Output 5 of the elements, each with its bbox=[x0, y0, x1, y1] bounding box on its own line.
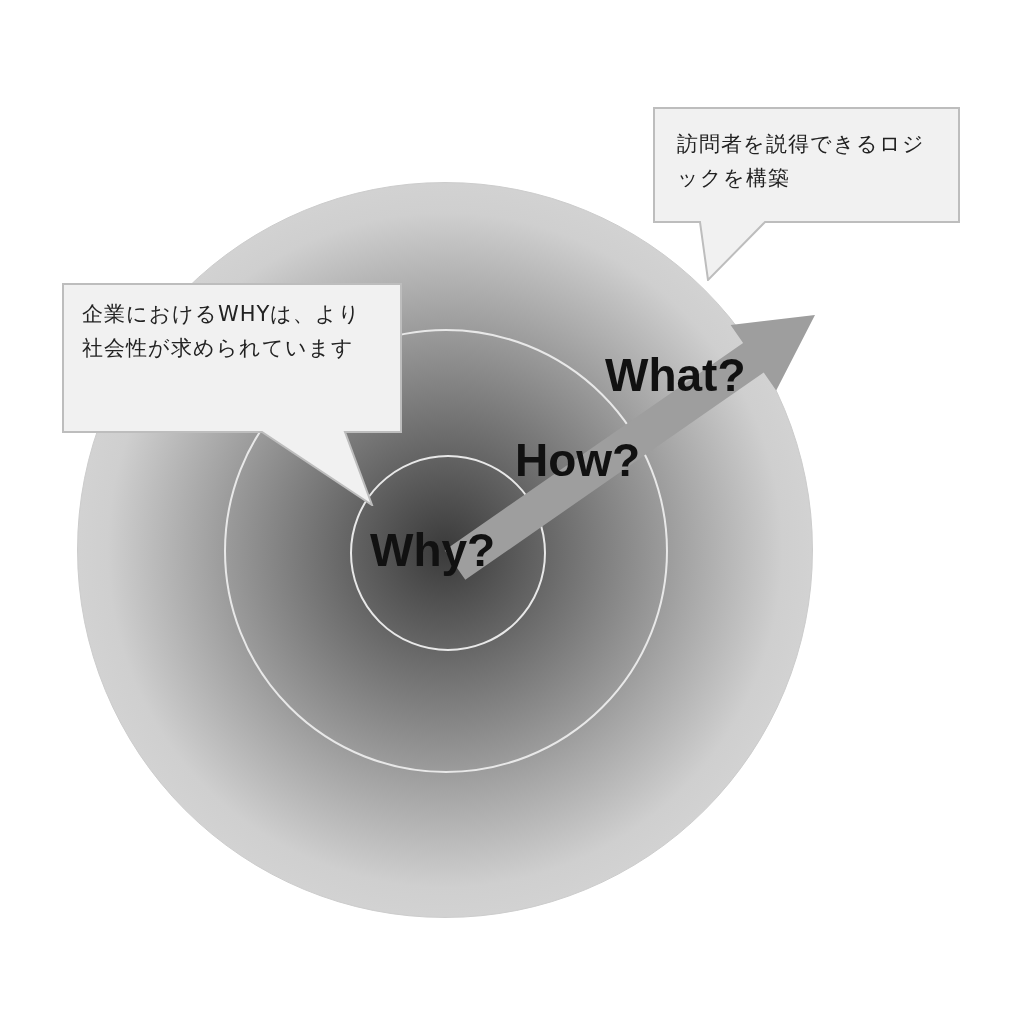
circle-label: What? bbox=[605, 352, 746, 398]
speech-bubble bbox=[653, 107, 960, 281]
callout-text: 訪問者を説得できるロジックを構築 bbox=[677, 131, 926, 192]
circle-label: How? bbox=[515, 437, 641, 483]
callout-text: 企業におけるWHYは、より社会性が求められています bbox=[82, 301, 363, 362]
